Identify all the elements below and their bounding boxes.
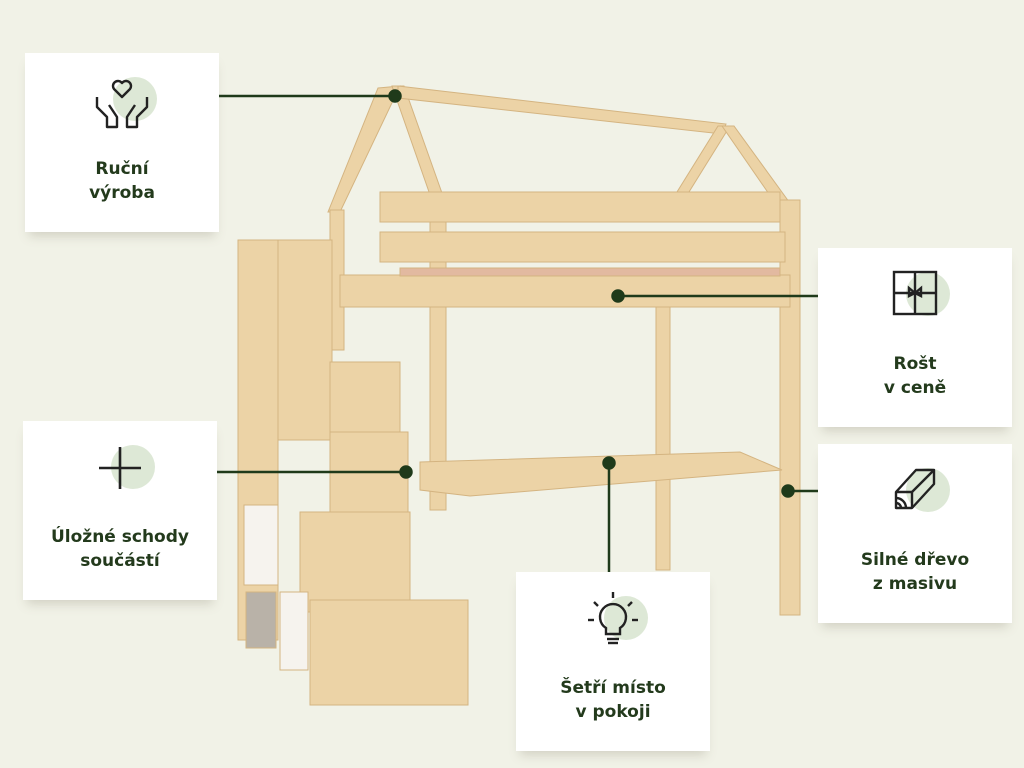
feature-title-line1: Silné dřevo — [860, 550, 970, 570]
feature-card-slatted-base: Rošt v ceně — [818, 248, 1012, 427]
feature-title-line1: Rošt — [893, 354, 937, 374]
hands-heart-icon — [87, 71, 157, 135]
feature-title-line2: v ceně — [883, 378, 947, 398]
feature-card-solid-wood: Silné dřevo z masivu — [818, 444, 1012, 623]
feature-title-line1: Úložné schody — [51, 527, 189, 547]
lightbulb-icon — [578, 590, 648, 654]
feature-title-line1: Šetří místo — [560, 678, 666, 698]
wood-log-icon — [880, 462, 950, 526]
gift-icon — [880, 266, 950, 330]
feature-title-line2: v pokoji — [575, 702, 651, 722]
feature-title-line2: z masivu — [872, 574, 958, 594]
plus-icon — [85, 439, 155, 503]
feature-card-handmade: Ruční výroba — [25, 53, 219, 232]
feature-title-line2: výroba — [89, 183, 155, 203]
feature-card-storage-stairs: Úložné schody součástí — [23, 421, 217, 600]
feature-title-line2: součástí — [80, 551, 160, 571]
feature-card-space-saving: Šetří místo v pokoji — [516, 572, 710, 751]
feature-title-line1: Ruční — [95, 159, 149, 179]
